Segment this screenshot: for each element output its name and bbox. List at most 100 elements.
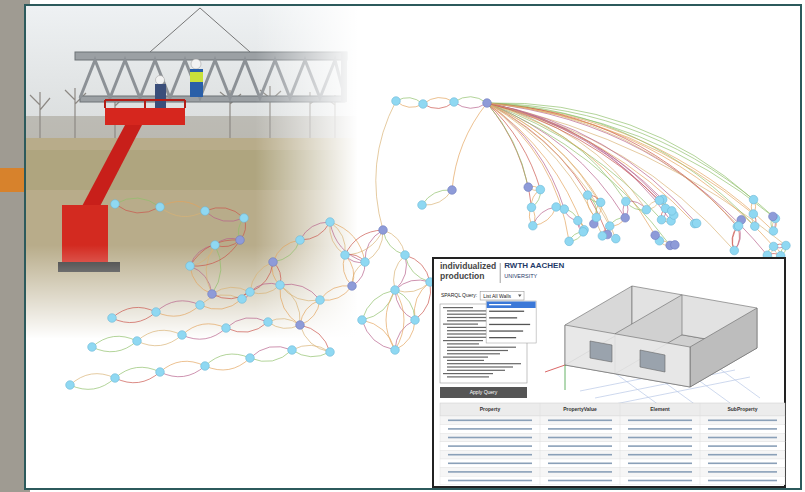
table-cell-link	[708, 471, 777, 473]
graph-edge	[92, 341, 137, 352]
code-line	[447, 350, 508, 351]
dropdown-option	[489, 324, 530, 325]
graph-dot	[379, 226, 388, 235]
lift-boom	[80, 125, 142, 214]
graph-dot	[574, 216, 583, 225]
graph-edge	[115, 372, 160, 383]
table-row	[440, 442, 785, 451]
table-cell-link	[708, 445, 777, 447]
table-header: SubProperty	[727, 407, 757, 413]
graph-edge	[212, 287, 250, 294]
graph-edge	[395, 290, 404, 350]
dropdown-option	[489, 337, 516, 338]
graph-dot	[276, 281, 285, 290]
code-line	[443, 307, 473, 308]
graph-dot	[111, 200, 120, 209]
graph-edge	[300, 222, 330, 240]
table-row	[440, 425, 785, 434]
code-line	[447, 370, 505, 371]
table-divider	[540, 403, 541, 485]
table-header: Property	[480, 407, 501, 413]
graph-edge	[160, 201, 205, 211]
table-cell-link	[628, 480, 692, 482]
worker	[155, 84, 166, 108]
code-line	[447, 347, 516, 348]
graph-edge	[386, 290, 395, 350]
graph-edge	[487, 103, 655, 235]
graph-edge	[487, 103, 786, 246]
graph-dot	[208, 290, 217, 299]
graph-edge	[190, 240, 240, 266]
graph-edge	[268, 319, 300, 325]
crane-sling	[150, 8, 250, 52]
graph-edge	[137, 330, 182, 341]
table-cell-link	[548, 445, 612, 447]
dropdown-option	[489, 330, 523, 331]
graph-edge	[395, 290, 415, 320]
graph-edge	[395, 290, 415, 320]
graph-edge	[205, 354, 250, 366]
graph-edge	[280, 285, 320, 301]
logo-text: production	[440, 272, 484, 281]
frame	[25, 5, 801, 489]
graph-edge	[423, 98, 454, 104]
graph-dot	[246, 354, 255, 363]
table-row	[440, 450, 785, 459]
graph-edge	[268, 322, 300, 328]
graph-dot	[749, 195, 758, 204]
graph-dot	[222, 324, 231, 333]
graph-edge	[487, 103, 775, 218]
table-cell-link	[548, 437, 612, 439]
graph-edge	[280, 284, 320, 300]
table-cell-link	[548, 428, 612, 430]
graph-edge	[487, 103, 695, 224]
graph-dot	[326, 348, 335, 357]
graph-edge	[383, 230, 405, 255]
graph-dot	[238, 295, 247, 304]
graph-edge	[330, 222, 345, 255]
graph-edge	[190, 266, 212, 294]
graph-dot	[611, 234, 620, 243]
table-cell-link	[708, 463, 777, 465]
table-cell-link	[708, 480, 777, 482]
table-cell-link	[548, 480, 612, 482]
table-header-row	[440, 403, 785, 416]
graph-edge	[156, 301, 200, 312]
graph-edge	[487, 103, 610, 226]
code-line	[447, 343, 479, 344]
lift-rail	[105, 100, 185, 108]
graph-edge	[300, 325, 330, 352]
graph-dot	[552, 203, 561, 212]
model-axis	[545, 365, 565, 372]
graph-dot	[598, 232, 607, 241]
graph-dot	[621, 197, 630, 206]
graph-dot	[391, 286, 400, 295]
graph-edge	[452, 103, 487, 190]
graph-edge	[415, 282, 431, 320]
table-cell-link	[628, 471, 692, 473]
graph-dot	[348, 282, 357, 291]
graph-dot	[269, 258, 278, 267]
graph-edge	[383, 230, 405, 255]
graph-dot	[66, 381, 75, 390]
table-cell-link	[548, 454, 612, 456]
graph-edge	[292, 345, 330, 352]
graph-edge	[487, 103, 569, 241]
table-cell-link	[548, 471, 612, 473]
graph-dot	[536, 185, 545, 194]
code-line	[447, 320, 490, 321]
graph-dot	[671, 241, 680, 250]
graph-dot	[133, 337, 142, 346]
code-line	[447, 376, 489, 377]
dropdown-highlight	[487, 302, 536, 309]
table-cell-link	[708, 420, 777, 422]
graph-edge	[487, 103, 670, 245]
logo-separator	[500, 263, 501, 283]
graph-dot	[655, 196, 664, 205]
graph-edge	[205, 211, 244, 221]
graph-dot	[529, 221, 538, 230]
graph-edge	[182, 324, 226, 335]
university-name: RWTH AACHEN	[504, 262, 564, 271]
table-header: Element	[650, 407, 669, 413]
